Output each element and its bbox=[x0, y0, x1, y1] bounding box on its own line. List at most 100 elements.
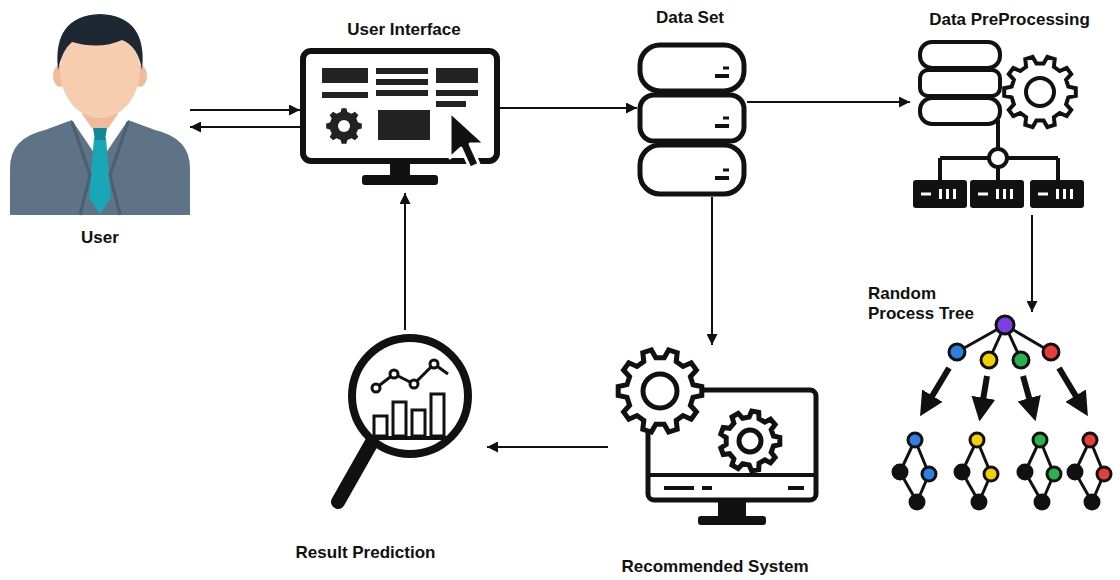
tree-node bbox=[922, 467, 936, 481]
path-shape bbox=[93, 128, 107, 140]
server-mark bbox=[978, 193, 988, 196]
rect-shape bbox=[920, 42, 1000, 68]
rect-shape bbox=[322, 68, 368, 83]
flow-arrow bbox=[190, 126, 300, 128]
line-shape bbox=[1023, 376, 1033, 412]
path-shape bbox=[57, 14, 142, 70]
icon-node: Data PreProcessing bbox=[910, 40, 1085, 215]
circle-shape bbox=[430, 360, 438, 368]
circle-shape bbox=[1013, 352, 1029, 368]
path-shape bbox=[110, 122, 128, 215]
path-shape bbox=[72, 122, 90, 215]
node-label: Data PreProcessing bbox=[929, 10, 1090, 30]
flow-arrow bbox=[404, 193, 406, 330]
rect-shape bbox=[640, 95, 744, 141]
tree-node bbox=[910, 495, 924, 509]
line-shape bbox=[788, 486, 804, 490]
tree-node bbox=[955, 465, 969, 479]
rect-shape bbox=[374, 416, 387, 436]
circle-shape bbox=[949, 344, 965, 360]
magnifier-icon bbox=[338, 338, 468, 502]
circle-shape bbox=[410, 380, 418, 388]
line-shape bbox=[702, 486, 712, 490]
rect-shape bbox=[322, 92, 368, 98]
line-shape bbox=[648, 473, 816, 477]
line-shape bbox=[981, 376, 987, 412]
gear-symbol bbox=[618, 350, 702, 432]
flow-arrow bbox=[190, 109, 300, 111]
path-shape bbox=[89, 138, 111, 214]
line-shape bbox=[338, 442, 372, 502]
preprocessing-icon bbox=[913, 42, 1084, 208]
icon-node: Result Prediction bbox=[322, 330, 487, 515]
server-box bbox=[913, 180, 967, 208]
server-box bbox=[1030, 180, 1084, 208]
rect-shape bbox=[920, 70, 1000, 96]
server-boxes bbox=[913, 180, 1084, 208]
icon-node: Random Process Tree bbox=[885, 312, 1113, 522]
monitor-icon bbox=[303, 51, 497, 185]
node-label: Data Set bbox=[656, 8, 724, 28]
server-mark bbox=[921, 193, 931, 196]
icon-node: User bbox=[10, 10, 190, 215]
server-mark bbox=[1038, 193, 1048, 196]
circle-shape bbox=[1043, 344, 1059, 360]
server-mark bbox=[1003, 189, 1006, 199]
rect-shape bbox=[436, 101, 466, 107]
rect-shape bbox=[362, 175, 438, 185]
tree-node bbox=[1068, 465, 1082, 479]
circle-shape bbox=[996, 316, 1014, 334]
circle-shape bbox=[352, 338, 468, 454]
line-shape bbox=[715, 124, 729, 128]
tree-node bbox=[1097, 467, 1111, 481]
flow-arrow bbox=[487, 446, 608, 448]
sub-trees bbox=[893, 433, 1111, 509]
rect-shape bbox=[431, 394, 444, 436]
rect-shape bbox=[393, 402, 406, 436]
server-mark bbox=[1010, 189, 1013, 199]
rect-shape bbox=[640, 145, 744, 194]
tree-node bbox=[1018, 465, 1032, 479]
rect-shape bbox=[640, 45, 744, 91]
tree-node bbox=[1035, 495, 1049, 509]
circle-shape bbox=[981, 352, 997, 368]
rect-shape bbox=[378, 110, 430, 140]
circle-shape bbox=[1026, 78, 1054, 106]
tree-node bbox=[908, 433, 922, 447]
gear-symbol bbox=[1004, 57, 1076, 127]
line-shape bbox=[723, 169, 729, 172]
rect-shape bbox=[376, 68, 428, 74]
server-mark bbox=[1070, 189, 1073, 199]
path-shape bbox=[450, 112, 485, 168]
path-shape bbox=[10, 120, 190, 215]
icon-node: Recommended System bbox=[608, 345, 820, 535]
user-icon bbox=[10, 14, 190, 215]
line-shape bbox=[938, 158, 942, 180]
tree-node bbox=[984, 467, 998, 481]
node-label: Recommended System bbox=[621, 557, 808, 577]
line-shape bbox=[1059, 368, 1083, 408]
circle-shape bbox=[338, 120, 350, 132]
line-shape bbox=[925, 368, 949, 408]
flow-arrow bbox=[711, 197, 713, 345]
rect-shape bbox=[376, 90, 428, 96]
server-mark bbox=[996, 189, 999, 199]
line-shape bbox=[715, 176, 729, 180]
tree-node bbox=[972, 495, 986, 509]
line-shape bbox=[664, 486, 694, 490]
circle-shape bbox=[390, 370, 398, 378]
icon-node: Data Set bbox=[637, 42, 747, 197]
tree-icon bbox=[893, 316, 1111, 509]
server-box bbox=[970, 180, 1024, 208]
rect-shape bbox=[698, 516, 766, 525]
server-mark bbox=[946, 189, 949, 199]
circle-shape bbox=[372, 384, 380, 392]
circle-shape bbox=[643, 374, 677, 408]
tree-node bbox=[1047, 467, 1061, 481]
gear-symbol bbox=[326, 108, 362, 144]
node-label: User Interface bbox=[347, 20, 460, 40]
line-shape bbox=[723, 67, 729, 70]
circle-shape bbox=[989, 149, 1007, 167]
